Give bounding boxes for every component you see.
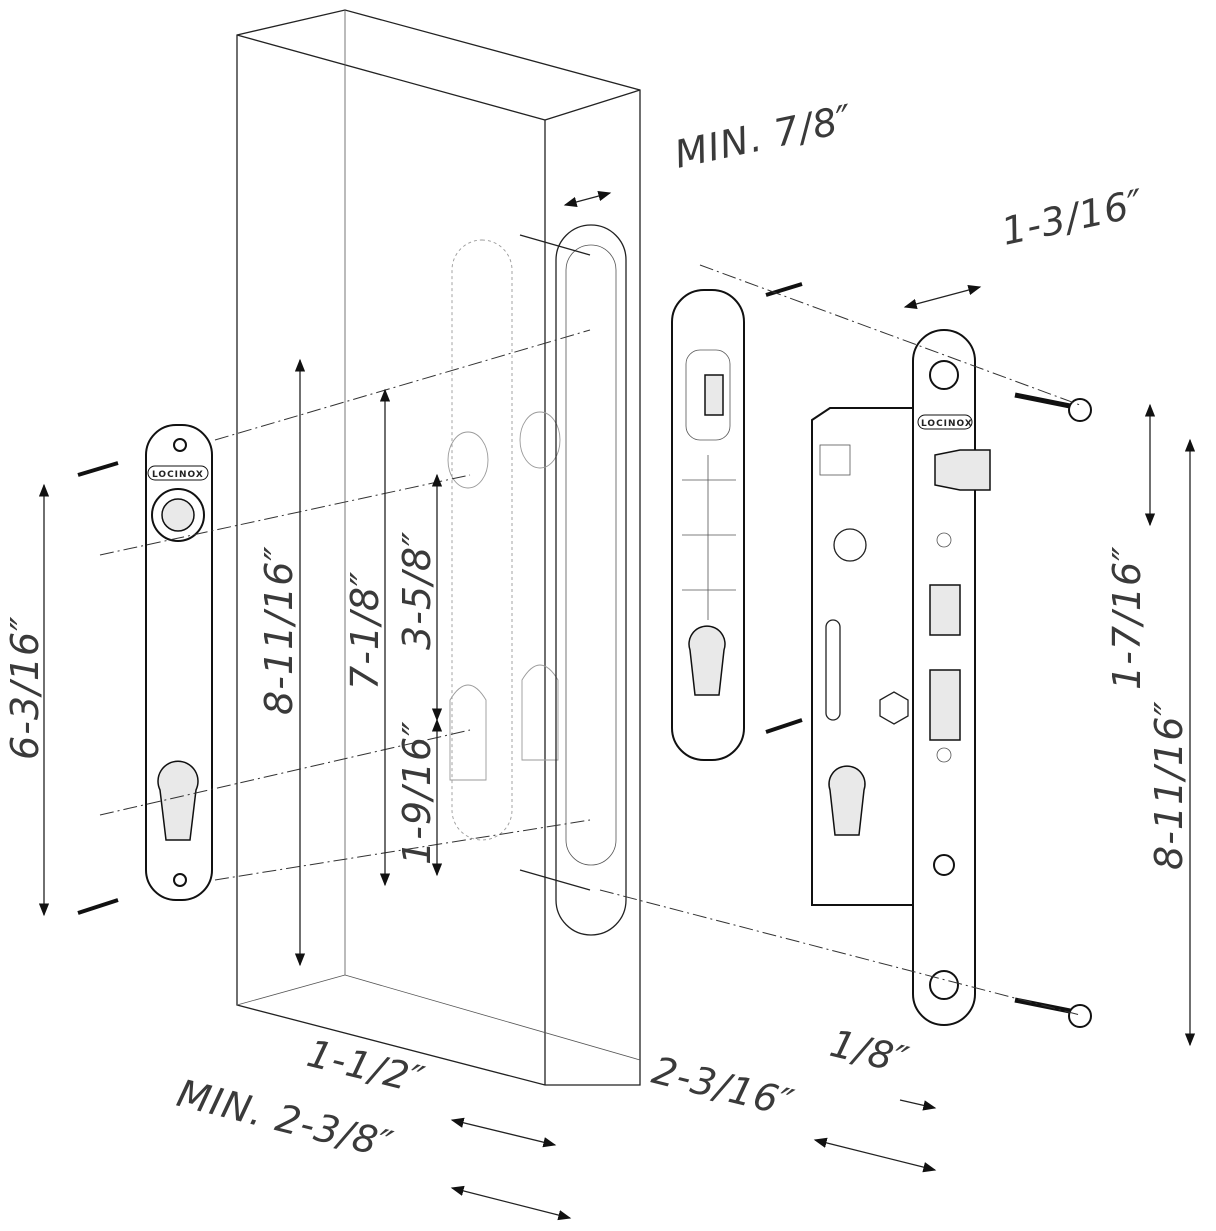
dim-8-11-16-right: 8-11/16″ — [1147, 700, 1191, 870]
dim-1-3-16: 1-3/16″ — [998, 181, 1148, 254]
dim-3-5-8: 3-5/8″ — [395, 531, 439, 650]
dim-7-1-8: 7-1/8″ — [343, 571, 387, 690]
gate-post — [236, 9, 641, 1086]
center-lines — [99, 264, 1081, 1016]
back-plate — [671, 282, 803, 761]
right-screws — [1014, 392, 1092, 1028]
brand-logo: LOCINOX — [152, 470, 204, 480]
dim-1-1-2: 1-1/2″ — [303, 1031, 429, 1103]
dim-8-11-16-left: 8-11/16″ — [257, 545, 301, 715]
slot-cover-plate — [519, 224, 627, 936]
dimension-lines — [38, 190, 1196, 1221]
left-screws — [77, 461, 119, 915]
dim-min-7-8: MIN. 7/8″ — [671, 96, 857, 177]
lock-faceplate: LOCINOX — [912, 329, 991, 1026]
dim-1-9-16: 1-9/16″ — [395, 721, 439, 865]
mortise-cutout — [447, 239, 561, 841]
dim-1-8: 1/8″ — [826, 1021, 914, 1083]
faceplate-logo: LOCINOX — [921, 419, 973, 429]
dim-6-3-16: 6-3/16″ — [3, 616, 47, 760]
dim-1-7-16: 1-7/16″ — [1105, 546, 1149, 690]
dim-2-3-16: 2-3/16″ — [648, 1048, 799, 1126]
left-escutcheon-plate: LOCINOX — [145, 424, 213, 901]
lock-body — [811, 407, 916, 906]
